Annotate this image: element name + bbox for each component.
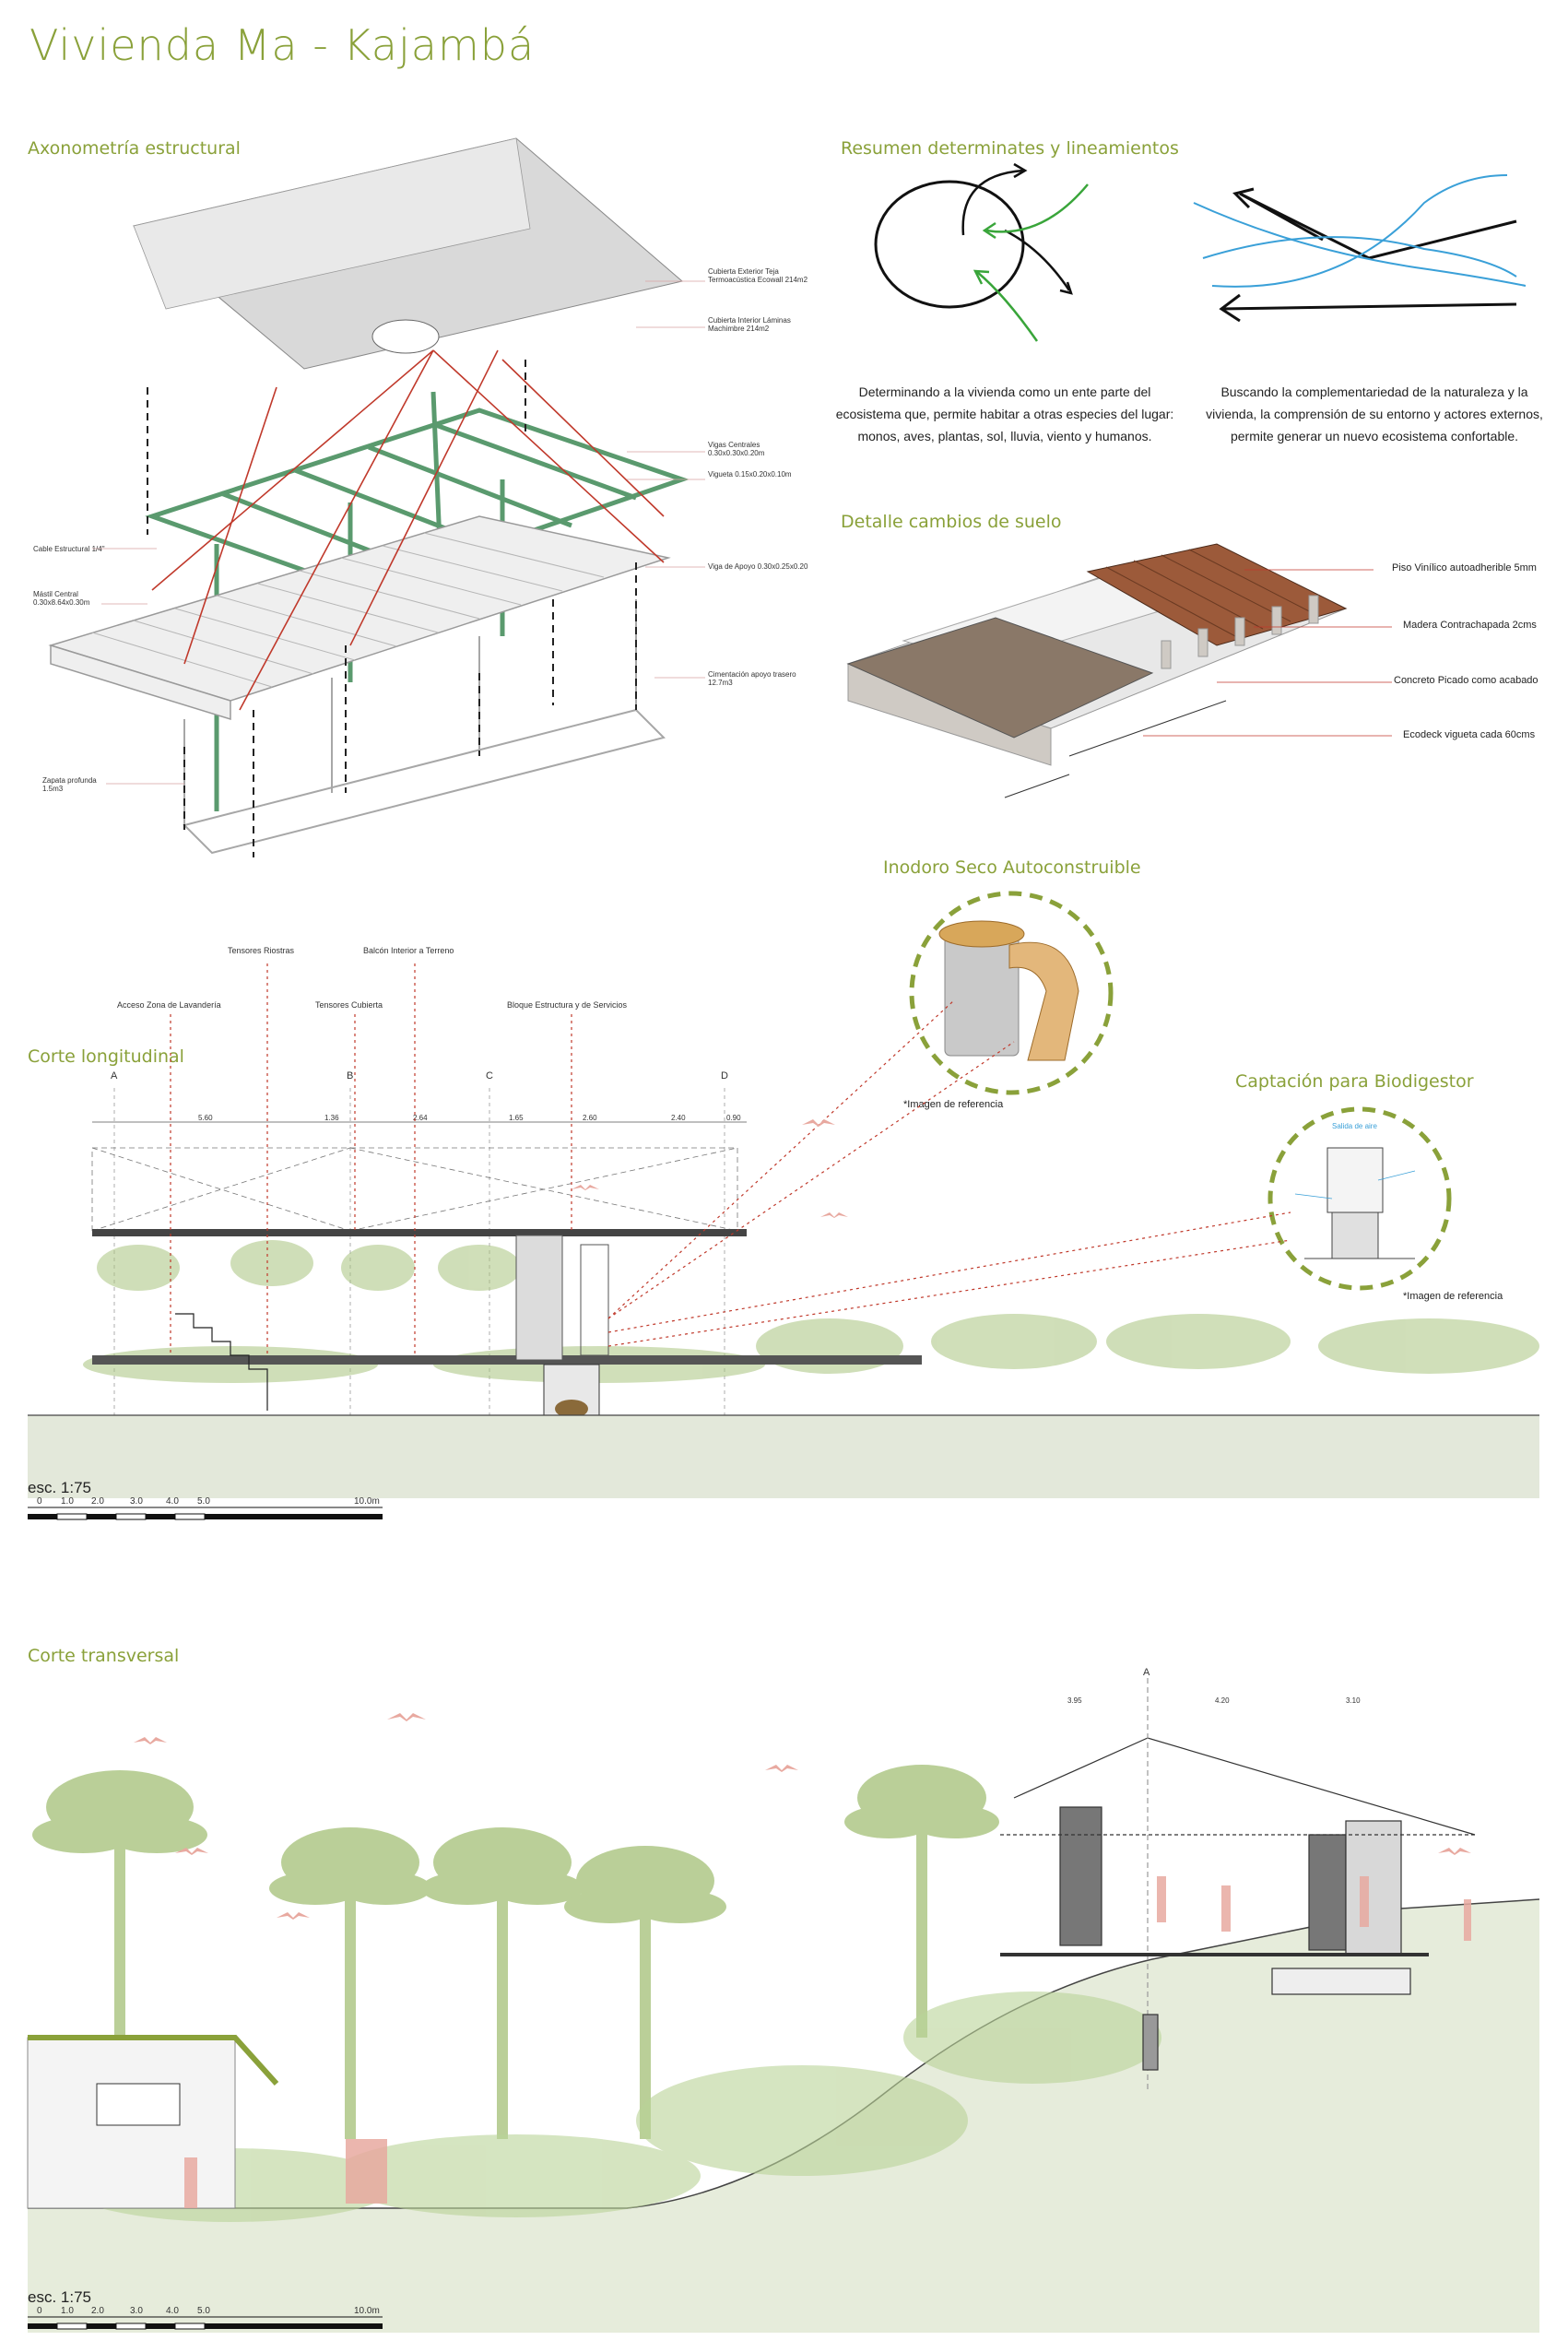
label-viga-apoyo: Viga de Apoyo 0.30x0.25x0.20: [708, 562, 808, 571]
corte-longitudinal-title: Corte longitudinal: [28, 1046, 184, 1067]
dim-2: 1.36: [324, 1114, 339, 1122]
label-ecodeck: Ecodeck vigueta cada 60cms: [1403, 729, 1536, 740]
label-zapata-profunda: Zapata profunda 1.5m3: [42, 776, 97, 794]
label-vigas-centrales: Vigas Centrales 0.30x0.30x0.20m: [708, 441, 765, 458]
roof-fold: [133, 137, 531, 310]
label-cubierta-interior: Cubierta Interior Láminas Machimbre 214m…: [708, 316, 791, 334]
label-concreto: Concreto Picado como acabado: [1394, 675, 1539, 686]
callout-bloque-estructura: Bloque Estructura y de Servicios: [507, 1000, 628, 1010]
detalle-title: Detalle cambios de suelo: [841, 512, 1062, 532]
axis-b: B: [347, 1070, 354, 1081]
callout-acceso-lavanderia: Acceso Zona de Lavandería: [117, 1000, 221, 1010]
biodigestor-image: [1267, 1106, 1452, 1291]
label-piso-vinilico: Piso Vinílico autoadherible 5mm: [1392, 562, 1537, 573]
palm-trees: [32, 1765, 999, 2139]
dim-5: 2.60: [583, 1114, 597, 1122]
inodoro-image: [909, 891, 1114, 1095]
scale-t-tick-2: 2.0: [91, 2306, 104, 2316]
biodigestor-label: Salida de aire: [1332, 1122, 1377, 1130]
scale-tick-1: 1.0: [61, 1496, 74, 1507]
scale-t-tick-6: 10.0m: [354, 2306, 380, 2316]
label-cubierta-exterior: Cubierta Exterior Teja Termoacústica Eco…: [708, 267, 808, 285]
scale-tick-6: 10.0m: [354, 1496, 380, 1507]
axonometria-title: Axonometría estructural: [28, 138, 241, 159]
axis-a-transversal: A: [1143, 1667, 1150, 1678]
resumen-sketch-circle: [874, 162, 1089, 342]
axis-d: D: [721, 1070, 728, 1081]
dim-7: 0.90: [726, 1114, 741, 1122]
scale-tick-4: 4.0: [166, 1496, 179, 1507]
biodigestor-caption: *Imagen de referencia: [1403, 1291, 1503, 1302]
resumen-sketch-flows: [1193, 174, 1527, 323]
resumen-title: Resumen determinates y lineamientos: [841, 138, 1179, 159]
dim-t2: 4.20: [1215, 1696, 1230, 1705]
callout-balcon-interior: Balcón Interior a Terreno: [363, 946, 454, 955]
dim-t1: 3.95: [1067, 1696, 1082, 1705]
inodoro-caption: *Imagen de referencia: [903, 1099, 1004, 1110]
scale-t-tick-5: 5.0: [197, 2306, 210, 2316]
scale-t-tick-3: 3.0: [130, 2306, 143, 2316]
scale-t-tick-1: 1.0: [61, 2306, 74, 2316]
callout-tensores-cubierta: Tensores Cubierta: [315, 1000, 383, 1010]
dim-4: 1.65: [509, 1114, 524, 1122]
floor-deck: [48, 515, 671, 721]
axis-a: A: [111, 1070, 118, 1081]
scale-tick-3: 3.0: [130, 1496, 143, 1507]
detalle-floor-drawing: [846, 543, 1392, 798]
corte-transversal-scale-label: esc. 1:75: [28, 2288, 91, 2306]
corte-transversal-title: Corte transversal: [28, 1646, 180, 1666]
biodigestor-title: Captación para Biodigestor: [1235, 1071, 1474, 1092]
label-cimentacion: Cimentación apoyo trasero 12.7m3: [708, 670, 796, 688]
scale-tick-5: 5.0: [197, 1496, 210, 1507]
roof-skylight: [371, 319, 440, 354]
axis-c: C: [486, 1070, 493, 1081]
scale-t-tick-4: 4.0: [166, 2306, 179, 2316]
label-vigueta: Vigueta 0.15x0.20x0.10m: [708, 470, 792, 479]
label-madera: Madera Contrachapada 2cms: [1403, 620, 1537, 631]
dim-t3: 3.10: [1346, 1696, 1361, 1705]
label-mastil-central: Mástil Central 0.30x8.64x0.30m: [33, 590, 90, 608]
house-section: [1000, 1678, 1476, 2093]
inodoro-title: Inodoro Seco Autoconstruible: [883, 857, 1141, 878]
scale-tick-2: 2.0: [91, 1496, 104, 1507]
label-cable-estructural: Cable Estructural 1/4": [33, 545, 105, 553]
scale-t-tick-0: 0: [37, 2306, 42, 2316]
resumen-text-left: Determinando a la vivienda como un ente …: [835, 384, 1174, 443]
dim-1: 5.60: [198, 1114, 213, 1122]
scale-tick-0: 0: [37, 1496, 42, 1507]
dim-3: 2.64: [413, 1114, 428, 1122]
callout-tensores-riostras: Tensores Riostras: [228, 946, 295, 955]
corte-longitudinal-scale-label: esc. 1:75: [28, 1479, 91, 1496]
page-title: Vivienda Ma - Kajambá: [29, 20, 536, 70]
dim-6: 2.40: [671, 1114, 686, 1122]
structural-cables: [151, 349, 665, 711]
resumen-text-right: Buscando la complementariedad de la natu…: [1206, 384, 1543, 443]
